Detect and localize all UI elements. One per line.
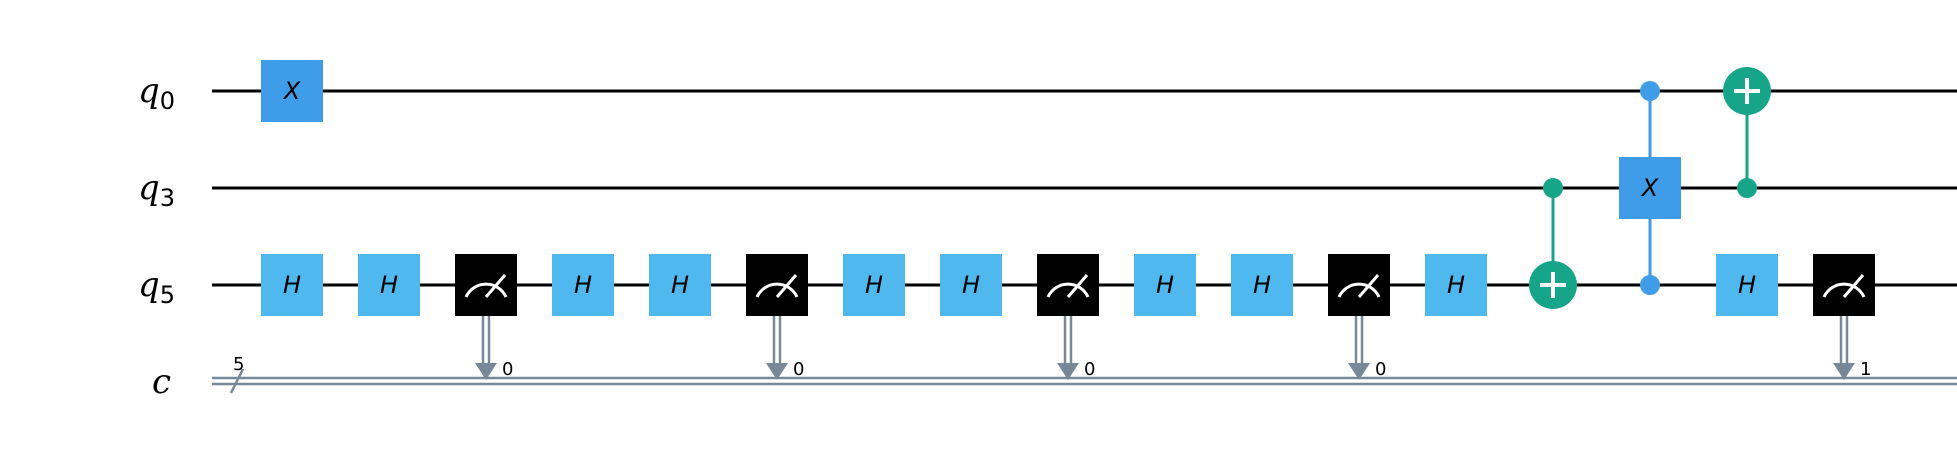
qubit-label-index: 0: [160, 87, 175, 115]
cnot-gate: [1529, 178, 1577, 309]
h-gate-box: [940, 254, 1002, 316]
measure-arrow-icon: [1348, 363, 1370, 380]
meter-icon-needle: [775, 274, 798, 298]
h-gate: H: [1716, 254, 1778, 316]
ctrl-x-box: [1619, 157, 1681, 219]
control-dot: [1737, 178, 1757, 198]
measure-arrow-icon: [1833, 363, 1855, 380]
control-dot: [1640, 275, 1660, 295]
h-gate: H: [843, 254, 905, 316]
h-gate-label: H: [283, 271, 301, 299]
meter-icon-needle: [484, 274, 507, 298]
h-gate-box: [1716, 254, 1778, 316]
x-gate-box: [261, 60, 323, 122]
h-gate-box: [358, 254, 420, 316]
measure-arrow-icon: [475, 363, 497, 380]
h-gate-box: [1425, 254, 1487, 316]
meter-icon-arc: [1822, 282, 1866, 298]
h-gate: H: [358, 254, 420, 316]
controlled-x-gate: X: [1619, 81, 1681, 295]
h-gate-label: H: [380, 271, 398, 299]
gates: X H H 0 H H 0 H H 0 H H 0 H X H 1: [261, 60, 1875, 380]
classical-bundle-slash: [229, 368, 245, 394]
control-dot: [1543, 178, 1563, 198]
h-gate-label: H: [1447, 271, 1465, 299]
x-gate: X: [261, 60, 323, 122]
h-gate: H: [552, 254, 614, 316]
qubit-label-name: q: [138, 71, 160, 111]
h-gate-label: H: [1253, 271, 1271, 299]
measure-gate: 0: [746, 254, 808, 380]
h-gate-label: H: [671, 271, 689, 299]
meter-icon-needle: [1842, 274, 1865, 298]
classical-size-label: 5: [233, 354, 244, 375]
meter-icon-needle: [1066, 274, 1089, 298]
qubit-label-name: q: [138, 265, 160, 305]
meter-icon-arc: [1337, 282, 1381, 298]
x-gate-label: X: [282, 77, 301, 105]
measure-gate: 0: [1037, 254, 1099, 380]
qubit-label-2: q5: [138, 265, 175, 309]
meter-icon-arc: [755, 282, 799, 298]
h-gate: H: [261, 254, 323, 316]
measure-gate: 1: [1813, 254, 1875, 380]
ctrl-x-label: X: [1640, 174, 1659, 202]
h-gate: H: [1134, 254, 1196, 316]
measure-gate: 0: [1328, 254, 1390, 380]
h-gate: H: [1425, 254, 1487, 316]
h-gate-label: H: [1156, 271, 1174, 299]
h-gate-label: H: [1738, 271, 1756, 299]
h-gate-box: [552, 254, 614, 316]
wires: 5: [212, 89, 1957, 394]
measure-cbit-label: 0: [1375, 359, 1386, 380]
measure-cbit-label: 0: [502, 359, 513, 380]
h-gate-box: [261, 254, 323, 316]
h-gate: H: [940, 254, 1002, 316]
qubit-label-0: q0: [138, 71, 175, 115]
classical-label: c: [152, 362, 171, 402]
h-gate-label: H: [574, 271, 592, 299]
qubit-label-index: 5: [160, 281, 175, 309]
meter-icon-needle: [1357, 274, 1380, 298]
measure-cbit-label: 0: [1084, 359, 1095, 380]
meter-icon-arc: [464, 282, 508, 298]
h-gate-box: [1134, 254, 1196, 316]
cnot-gate: [1723, 67, 1771, 198]
h-gate-box: [649, 254, 711, 316]
measure-cbit-label: 0: [793, 359, 804, 380]
qubit-label-1: q3: [138, 168, 175, 212]
h-gate-label: H: [962, 271, 980, 299]
control-dot: [1640, 81, 1660, 101]
measure-arrow-icon: [766, 363, 788, 380]
h-gate-box: [1231, 254, 1293, 316]
h-gate: H: [1231, 254, 1293, 316]
h-gate-label: H: [865, 271, 883, 299]
measure-cbit-label: 1: [1860, 359, 1871, 380]
h-gate: H: [649, 254, 711, 316]
measure-arrow-icon: [1057, 363, 1079, 380]
meter-icon-arc: [1046, 282, 1090, 298]
qubit-label-name: q: [138, 168, 160, 208]
h-gate-box: [843, 254, 905, 316]
measure-gate: 0: [455, 254, 517, 380]
qubit-label-index: 3: [160, 184, 175, 212]
